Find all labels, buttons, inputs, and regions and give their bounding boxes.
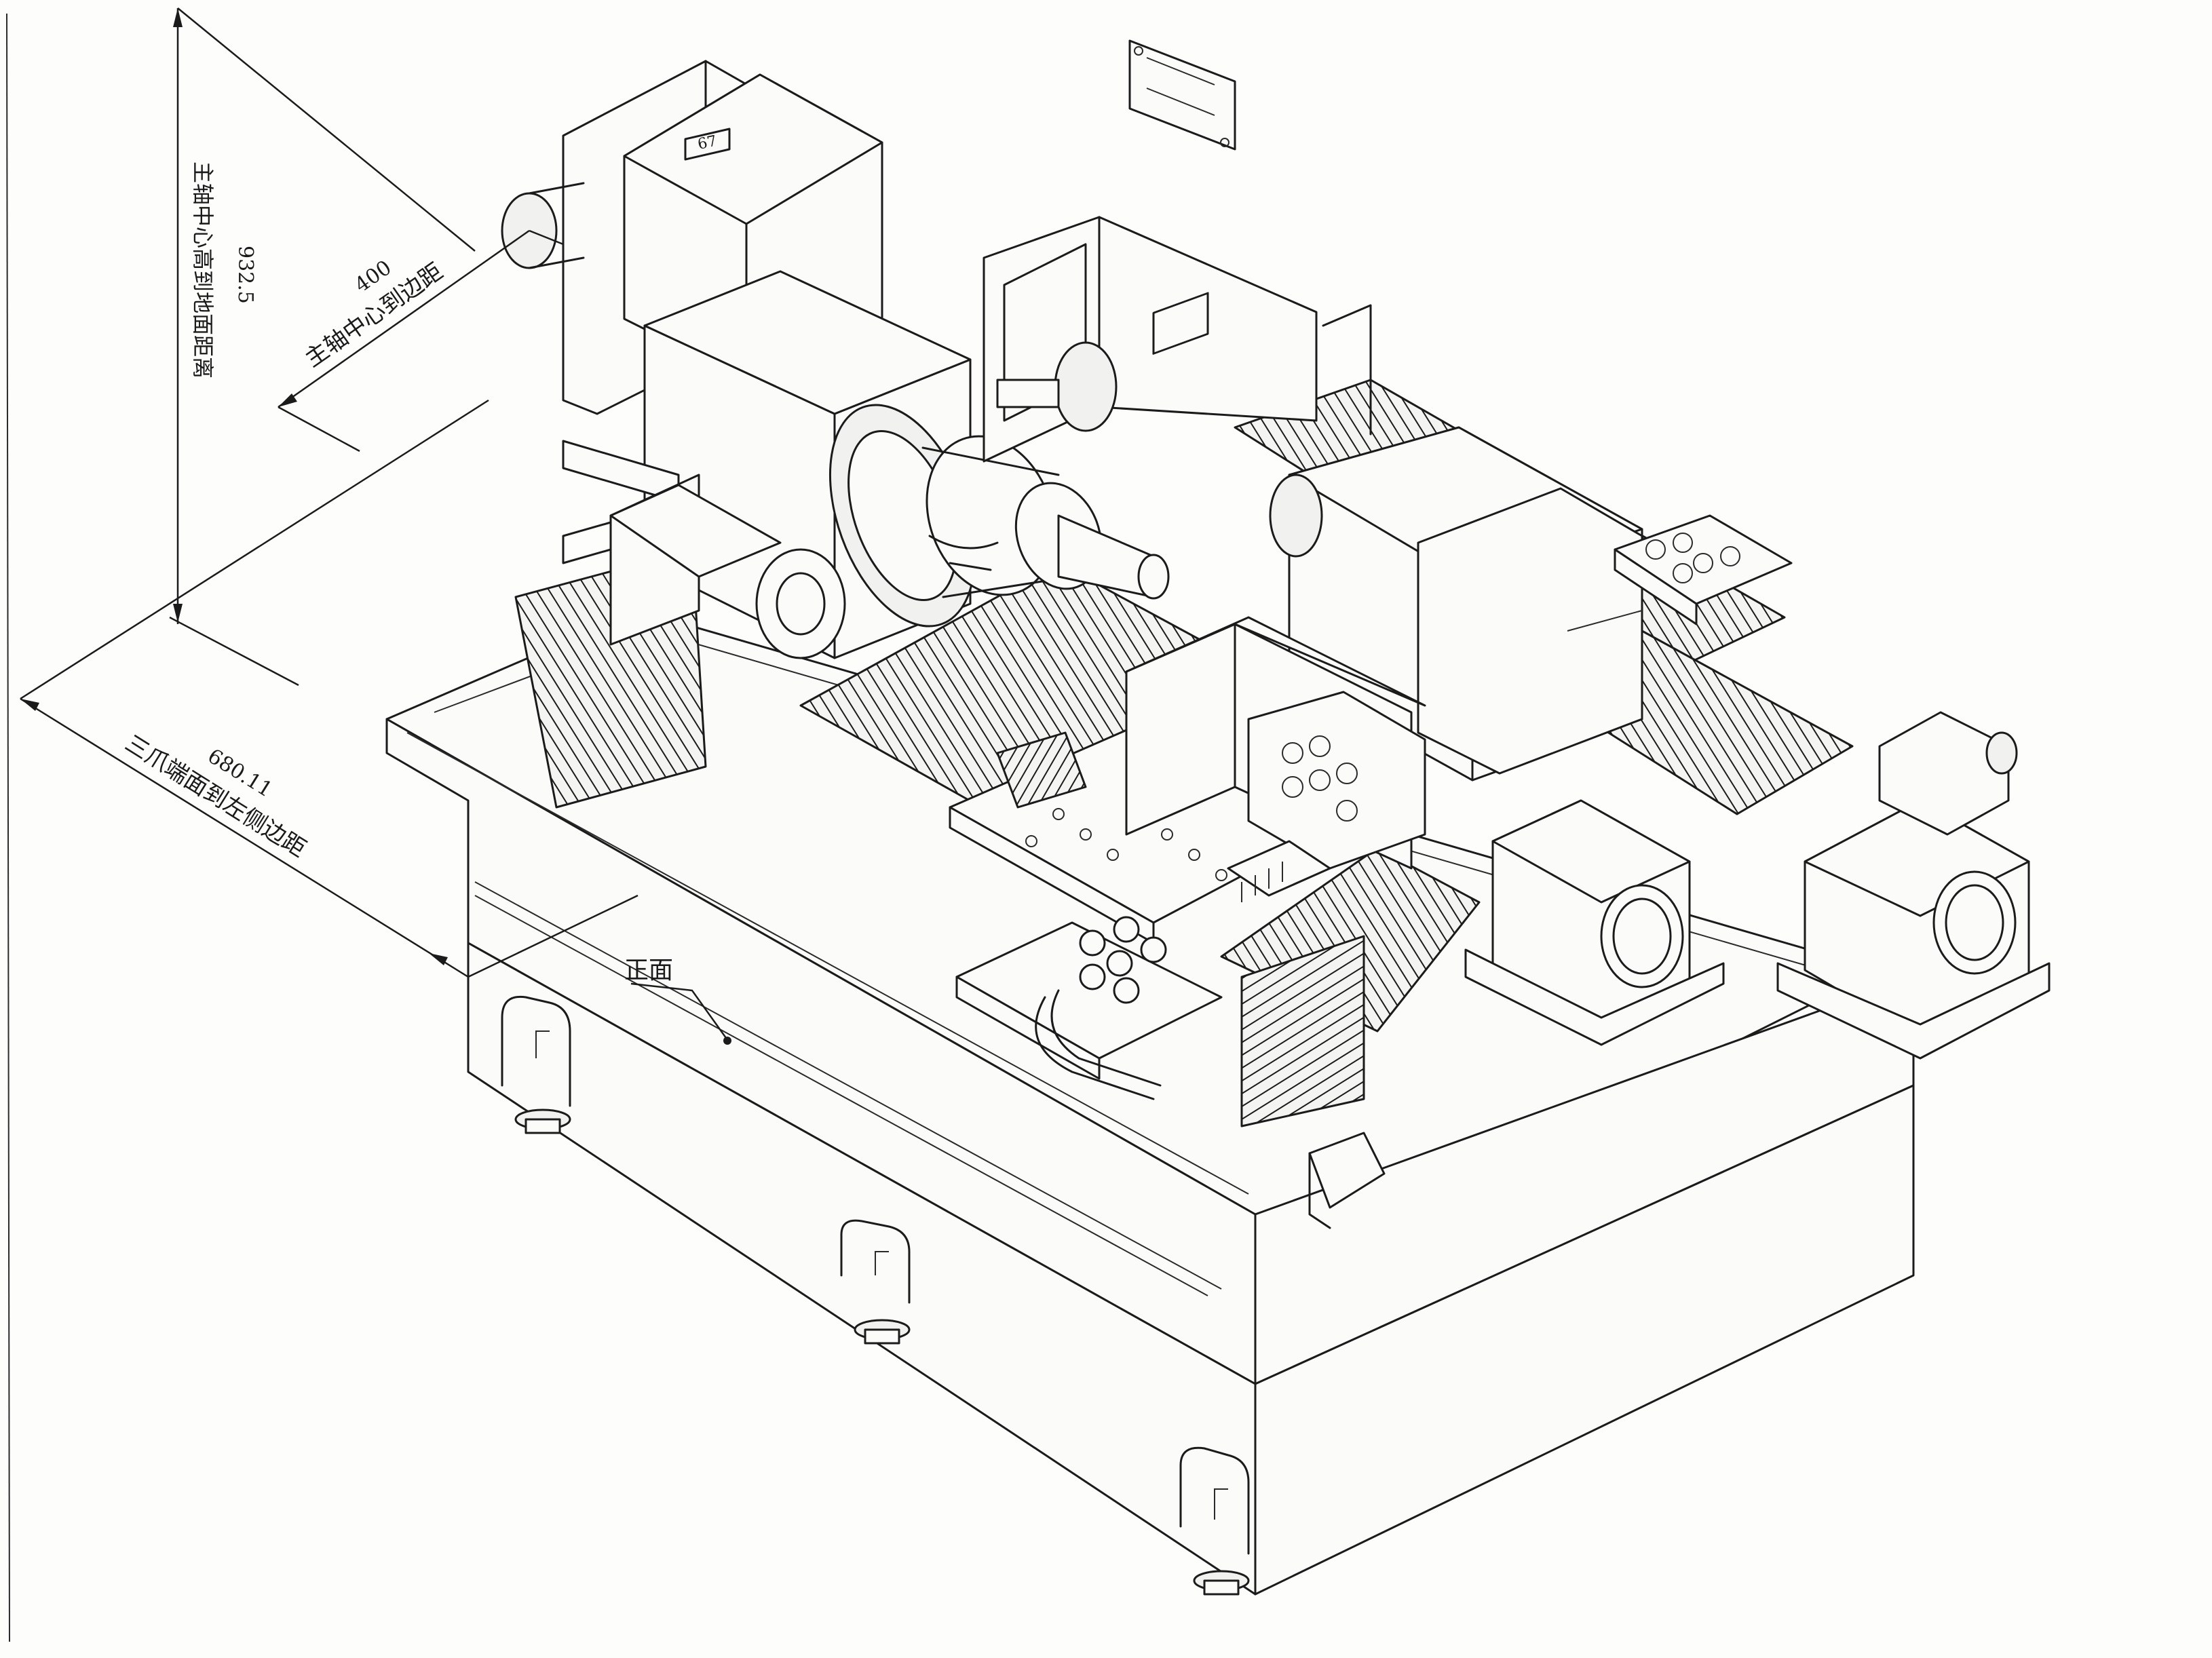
dimension-label-932-5: 主轴中心高到地面距离 <box>190 161 216 379</box>
detached-plate <box>1128 39 1236 151</box>
front-connector-block <box>955 840 1386 1229</box>
right-bearing-block <box>1776 711 2051 1060</box>
dimension-932-5: 932.5 主轴中心高到地面距离 <box>169 7 476 687</box>
middle-bearing-block <box>1464 799 1725 1046</box>
leveling-pocket-left <box>501 995 571 1134</box>
tailstock <box>1269 426 1643 782</box>
nameplate-text: 67 <box>696 133 719 153</box>
front-callout: 正面 <box>624 957 731 1045</box>
headstock: 67 <box>501 60 1170 659</box>
front-callout-text: 正面 <box>624 957 673 984</box>
top-nameplate: 67 <box>684 128 731 161</box>
left-tool-post <box>562 474 846 659</box>
right-panel <box>1614 514 1793 625</box>
cross-slide <box>949 292 1426 944</box>
leveling-pocket-middle <box>840 1219 911 1345</box>
dimension-value-932-5: 932.5 <box>233 246 257 304</box>
leveling-pocket-right <box>1179 1446 1250 1596</box>
page-margin-line <box>6 13 10 1642</box>
